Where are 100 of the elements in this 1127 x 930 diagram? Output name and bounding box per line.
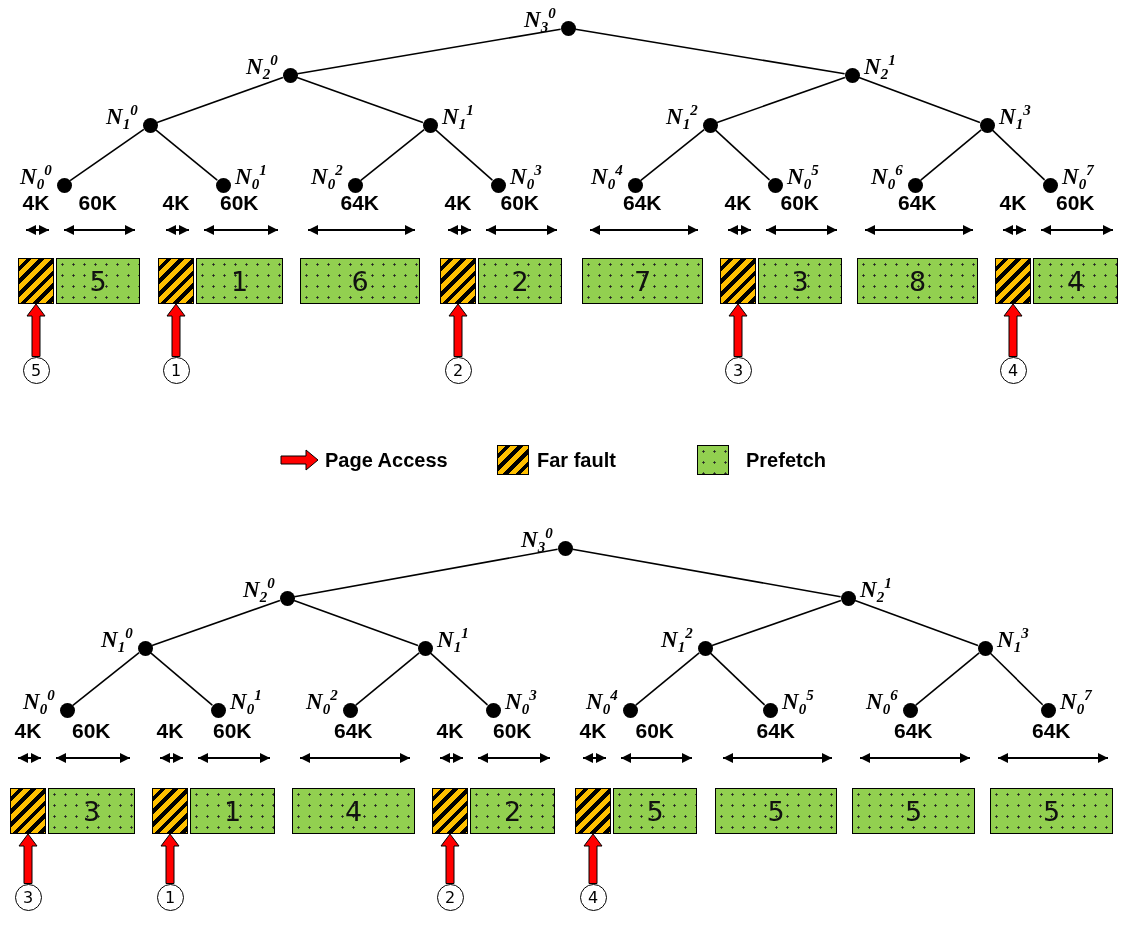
size-label: 4K <box>162 191 190 213</box>
prefetch-block: 7 <box>582 258 703 304</box>
far-fault-block <box>158 258 194 304</box>
prefetch-block: 1 <box>190 788 275 834</box>
tree-node-dot <box>210 702 226 718</box>
far-fault-block <box>10 788 46 834</box>
tree-edge <box>360 128 425 182</box>
size-label: 60K <box>78 191 118 213</box>
size-label: 64K <box>340 191 380 213</box>
size-label: 4K <box>579 719 607 741</box>
tree-node-dot <box>844 67 860 83</box>
size-label: 60K <box>220 191 259 213</box>
tree-node-dot <box>627 177 643 193</box>
access-arrow <box>18 833 38 884</box>
tree-edge <box>293 548 559 598</box>
prefetch-block: 5 <box>852 788 975 834</box>
tree-node-dot <box>557 540 573 556</box>
tree-node-dot <box>347 177 363 193</box>
tree-edge <box>716 76 846 124</box>
size-label: 60K <box>635 719 675 741</box>
tree-node-dot <box>417 640 433 656</box>
prefetch-block: 5 <box>715 788 837 834</box>
access-order-circle: 2 <box>436 883 464 911</box>
size-label: 60K <box>780 191 820 213</box>
tree-node-dot <box>59 702 75 718</box>
far-fault-block <box>18 258 54 304</box>
prefetch-block: 1 <box>196 258 283 304</box>
tree-edge <box>858 76 981 124</box>
tree-edge <box>640 128 705 182</box>
tree-edge <box>149 652 214 706</box>
tree-node-dot <box>1042 177 1058 193</box>
tree-node-dot <box>907 177 923 193</box>
size-label: 4K <box>999 191 1027 213</box>
access-order-circle: 4 <box>999 356 1027 384</box>
tree-node-dot <box>979 117 995 133</box>
size-label: 4K <box>444 191 472 213</box>
far-fault-block <box>575 788 611 834</box>
access-arrow <box>160 833 180 884</box>
size-label: 60K <box>493 719 532 741</box>
size-label: 64K <box>623 191 662 213</box>
size-label: 4K <box>14 719 42 741</box>
tree-edge <box>989 652 1044 706</box>
size-label: 60K <box>1056 191 1095 213</box>
prefetch-block: 3 <box>48 788 135 834</box>
size-label: 60K <box>213 719 252 741</box>
tree-node-dot <box>902 702 918 718</box>
far-fault-block <box>432 788 468 834</box>
tree-node-dot <box>342 702 358 718</box>
tree-edge <box>574 28 846 75</box>
tree-node-dot <box>560 20 576 36</box>
tree-node-dot <box>279 590 295 606</box>
access-arrow <box>440 833 460 884</box>
prefetch-block: 4 <box>1033 258 1118 304</box>
size-label: 64K <box>756 719 796 741</box>
tree-node-dot <box>282 67 298 83</box>
tree-edge <box>635 652 700 706</box>
access-arrow <box>728 303 748 357</box>
access-order-circle: 2 <box>444 356 472 384</box>
access-order-circle: 1 <box>162 356 190 384</box>
tree-node-dot <box>840 590 856 606</box>
size-label: 64K <box>1032 719 1071 741</box>
tree-edge <box>915 652 980 706</box>
tree-edge <box>296 76 424 124</box>
tree-node-dot <box>485 702 501 718</box>
size-label: 60K <box>72 719 111 741</box>
access-order-circle: 4 <box>579 883 607 911</box>
prefetch-block: 5 <box>56 258 140 304</box>
tree-edge <box>854 599 979 647</box>
prefetch-block: 8 <box>857 258 978 304</box>
tree-node-dot <box>422 117 438 133</box>
prefetch-block: 3 <box>758 258 842 304</box>
tree-edge <box>296 28 562 75</box>
size-label: 64K <box>894 719 933 741</box>
tree-edge <box>919 129 983 181</box>
prefetch-block: 5 <box>990 788 1113 834</box>
tree-edge <box>429 652 489 706</box>
tree-edge <box>354 652 421 706</box>
tree-node-dot <box>622 702 638 718</box>
tree-node-dot <box>142 117 158 133</box>
tree-edge <box>571 548 842 598</box>
tree-edge <box>709 652 766 706</box>
size-label: 4K <box>724 191 752 213</box>
access-order-circle: 3 <box>724 356 752 384</box>
far-fault-block <box>440 258 476 304</box>
prefetch-block: 2 <box>478 258 562 304</box>
tree-node-dot <box>702 117 718 133</box>
tree-node-dot <box>490 177 506 193</box>
tree-node-dot <box>762 702 778 718</box>
tree-edge <box>156 76 284 124</box>
access-arrow <box>26 303 46 357</box>
prefetch-block: 2 <box>470 788 555 834</box>
size-label: 4K <box>436 719 464 741</box>
tree-edge <box>72 651 140 707</box>
far-fault-block <box>720 258 756 304</box>
size-label: 4K <box>22 191 50 213</box>
size-label: 64K <box>898 191 937 213</box>
tree-node-dot <box>56 177 72 193</box>
tree-node-dot <box>137 640 153 656</box>
far-fault-block <box>995 258 1031 304</box>
tree-node-dot <box>697 640 713 656</box>
